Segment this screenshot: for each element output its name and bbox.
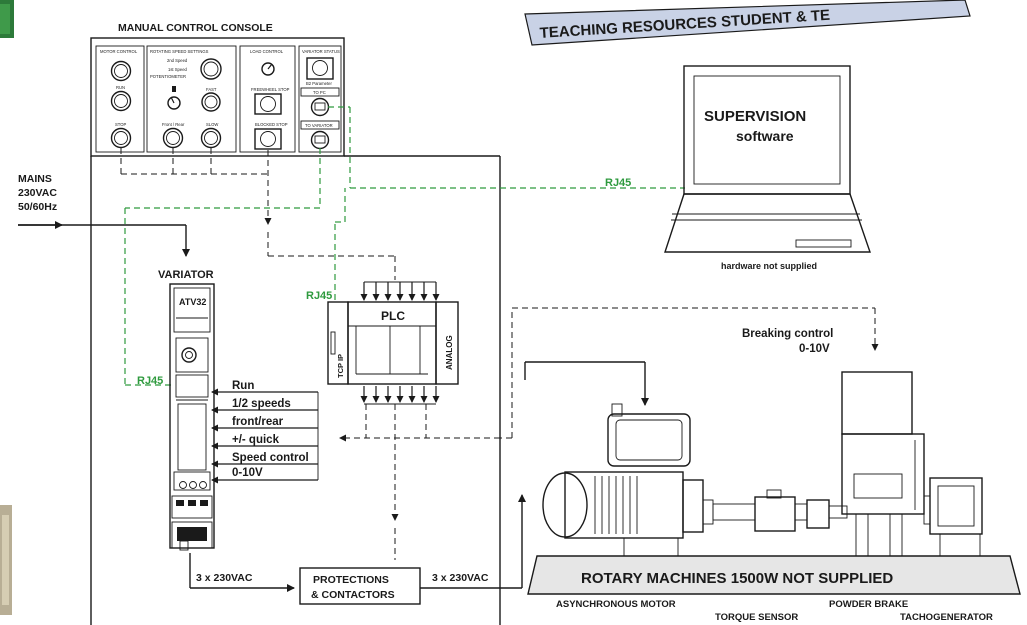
plc-tcpip: TCP IP [336, 354, 345, 378]
signal-quick: +/- quick [232, 434, 280, 446]
signal-0-10v: 0-10V [232, 467, 263, 479]
variator-model: ATV32 [179, 297, 206, 307]
mains-line3: 50/60Hz [18, 201, 57, 213]
braking-line2: 0-10V [799, 343, 830, 355]
signal-speeds: 1/2 speeds [232, 398, 291, 410]
braking-line1: Breaking control [742, 328, 833, 340]
blocked-stop-label: BLOCKED STOP [255, 122, 288, 127]
label-powder-brake: POWDER BRAKE [829, 599, 908, 610]
label-tachogenerator: TACHOGENERATOR [900, 612, 993, 623]
protections-line2: & CONTACTORS [311, 589, 395, 601]
tachogenerator [924, 478, 982, 556]
rotary-machines-label: ROTARY MACHINES 1500W NOT SUPPLIED [581, 570, 893, 587]
powder-brake [842, 372, 924, 556]
label-async-motor: ASYNCHRONOUS MOTOR [556, 599, 676, 610]
braking-control: Breaking control 0-10V [742, 328, 833, 355]
section-rotating-speed: ROTATING SPEED SETTINGS [150, 49, 209, 54]
console-control-lines [121, 148, 395, 280]
mains-supply: MAINS 230VAC 50/60Hz [18, 173, 186, 256]
signal-speed-control: Speed control [232, 452, 309, 464]
speed1-label: 1st Speed [168, 67, 188, 72]
left-photo-fragments [0, 0, 14, 615]
label-torque-sensor: TORQUE SENSOR [715, 612, 798, 623]
b2-parameter-label: B2 Parameter [306, 81, 332, 86]
rj45-variator-label: RJ45 [137, 375, 163, 387]
plc-output-arrows [364, 386, 436, 404]
rotary-machines: ROTARY MACHINES 1500W NOT SUPPLIED [528, 372, 1020, 623]
section-load-control: LOAD CONTROL [250, 49, 284, 54]
supervision-laptop: SUPERVISION software hardware not suppli… [665, 66, 870, 271]
supply-right: 3 x 230VAC [432, 572, 489, 584]
to-pc-label: TO PC [313, 90, 326, 95]
signal-front-rear: front/rear [232, 416, 284, 428]
rj45-plc-label: RJ45 [306, 290, 332, 302]
section-motor-control: MOTOR CONTROL [100, 49, 138, 54]
freewheel-stop-label: FREEWHEEL STOP [251, 87, 290, 92]
plc-title: PLC [381, 309, 405, 323]
asynchronous-motor [543, 404, 703, 556]
mains-line2: 230VAC [18, 187, 57, 199]
torque-sensor [703, 490, 847, 531]
mains-line1: MAINS [18, 173, 52, 185]
laptop-caption: hardware not supplied [721, 261, 817, 271]
cabinet-frame [91, 156, 500, 625]
plc-unit: TCP IP PLC ANALOG [328, 282, 458, 404]
variator-unit: VARIATOR ATV32 [158, 269, 214, 550]
supply-left: 3 x 230VAC [196, 572, 253, 584]
plc-input-arrows [364, 282, 436, 300]
run-button-label: RUN [116, 85, 125, 90]
console-title: MANUAL CONTROL CONSOLE [118, 22, 273, 34]
potentiometer-label: POTENTIOMETER [150, 74, 186, 79]
front-rear-label: Front / Rear [162, 122, 185, 127]
protections-line1: PROTECTIONS [313, 574, 389, 586]
plc-analog: ANALOG [445, 335, 454, 370]
supervision-line1: SUPERVISION [704, 108, 806, 125]
fast-label: FAST [206, 87, 217, 92]
rj45-laptop-label: RJ45 [605, 177, 631, 189]
supervision-line2: software [736, 128, 794, 144]
speed2-label: 2nd Speed [167, 58, 188, 63]
protections-contactors-box: PROTECTIONS & CONTACTORS [300, 568, 420, 604]
slow-label: SLOW [206, 122, 218, 127]
stop-button-label: STOP [115, 122, 127, 127]
signal-run: Run [232, 380, 254, 392]
teaching-resources-banner: TEACHING RESOURCES STUDENT & TE [525, 0, 970, 45]
variator-title: VARIATOR [158, 269, 214, 281]
to-variator-label: TO VARIATOR [305, 123, 333, 128]
section-variator-status: VARIATOR STATUS [302, 49, 340, 54]
manual-control-console: MANUAL CONTROL CONSOLE MOTOR CONTROL ROT… [91, 22, 344, 156]
